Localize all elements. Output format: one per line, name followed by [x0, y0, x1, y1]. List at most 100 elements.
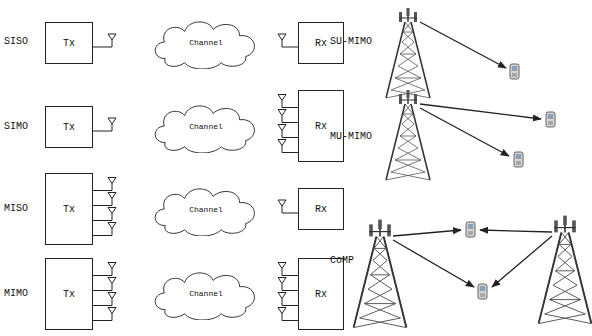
antenna-stroke [112, 193, 116, 199]
antenna-stroke [108, 34, 112, 40]
box-label: Rx [315, 121, 327, 132]
antenna-stroke [282, 320, 298, 321]
transceiver-box: Tx [45, 22, 93, 64]
antenna-stroke [282, 206, 283, 213]
antenna-stroke [108, 118, 112, 124]
antenna-stroke [282, 278, 286, 284]
antenna-stroke [282, 290, 298, 291]
antenna-stroke [282, 116, 283, 123]
channel-label: Channel [189, 39, 223, 48]
antenna-stroke [278, 308, 282, 314]
antenna-stroke [108, 262, 116, 263]
antenna-stroke [108, 223, 112, 229]
scheme-label: MU-MIMO [330, 131, 372, 142]
antenna-stroke [282, 305, 298, 306]
link-arrow [393, 240, 474, 287]
antenna-stroke [282, 314, 283, 321]
antenna-stroke [278, 262, 286, 263]
antenna-stroke [278, 109, 286, 110]
box-label: Rx [315, 204, 327, 215]
antenna-stroke [278, 263, 282, 269]
antenna-stroke [108, 277, 116, 278]
scheme-label: MISO [4, 203, 28, 214]
link-arrow [393, 230, 461, 236]
channel-label: Channel [189, 206, 223, 215]
antenna-stroke [282, 269, 283, 276]
antenna-stroke [108, 177, 116, 178]
antenna-stroke [282, 34, 286, 40]
antenna-stroke [108, 222, 116, 223]
antenna-stroke [278, 277, 286, 278]
antenna-stroke [278, 293, 282, 299]
antenna-stroke [112, 284, 113, 291]
scheme-label: SIMO [4, 121, 28, 132]
antenna-stroke [93, 320, 112, 321]
channel-label: Channel [189, 290, 223, 299]
antenna-stroke [108, 307, 116, 308]
antenna-stroke [112, 308, 116, 314]
scheme-label: MIMO [4, 288, 28, 299]
antenna-stroke [282, 293, 286, 299]
antenna-stroke [108, 178, 112, 184]
antenna-stroke [93, 220, 112, 221]
antenna-stroke [112, 229, 113, 236]
antenna-stroke [93, 47, 112, 48]
phone-icon [478, 284, 487, 299]
antenna-stroke [93, 305, 112, 306]
antenna-stroke [278, 34, 282, 40]
antenna-stroke [278, 278, 282, 284]
antenna-stroke [278, 200, 282, 206]
antenna-stroke [93, 131, 112, 132]
transceiver-box: Tx [45, 173, 93, 245]
antenna-stroke [108, 308, 112, 314]
transceiver-box: Tx [45, 258, 93, 330]
scheme-label: SU-MIMO [330, 36, 372, 47]
antenna-stroke [282, 40, 283, 47]
antenna-stroke [108, 292, 116, 293]
antenna-stroke [282, 213, 298, 214]
antenna-stroke [112, 118, 116, 124]
antenna-stroke [112, 34, 116, 40]
link-arrow [420, 22, 506, 68]
antenna-stroke [282, 110, 286, 116]
transceiver-box: Tx [45, 106, 93, 148]
transceiver-box: Rx [298, 188, 344, 230]
antenna-stroke [278, 124, 286, 125]
box-label: Rx [315, 289, 327, 300]
antenna-stroke [278, 140, 282, 146]
antenna-stroke [282, 152, 298, 153]
antenna-stroke [282, 131, 283, 138]
box-label: Tx [63, 122, 75, 133]
antenna-stroke [112, 184, 113, 191]
antenna-stroke [112, 214, 113, 221]
antenna-stroke [93, 235, 112, 236]
antenna-stroke [112, 124, 113, 131]
antenna-wires [93, 34, 298, 321]
antenna-stroke [93, 190, 112, 191]
antenna-stroke [282, 146, 283, 153]
link-arrow [480, 230, 552, 232]
phone-icon [546, 112, 555, 127]
antenna-stroke [278, 139, 286, 140]
phones [466, 64, 555, 299]
antenna-stroke [278, 110, 282, 116]
transceiver-box: Rx [298, 258, 344, 330]
base-stations [354, 8, 592, 328]
antenna-stroke [108, 278, 112, 284]
channel-cloud: Channel [150, 101, 262, 153]
phone-icon [466, 222, 475, 237]
antenna-stroke [278, 125, 282, 131]
antenna-stroke [282, 275, 298, 276]
channel-cloud: Channel [150, 17, 262, 69]
tower-icon [386, 90, 430, 180]
antenna-stroke [93, 205, 112, 206]
antenna-stroke [282, 125, 286, 131]
antenna-stroke [108, 118, 116, 119]
radio-links [393, 22, 552, 287]
antenna-stroke [112, 293, 116, 299]
scheme-label: CoMP [330, 255, 354, 266]
antenna-stroke [282, 101, 283, 108]
antenna-stroke [93, 275, 112, 276]
antenna-stroke [282, 308, 286, 314]
antenna-stroke [282, 47, 298, 48]
